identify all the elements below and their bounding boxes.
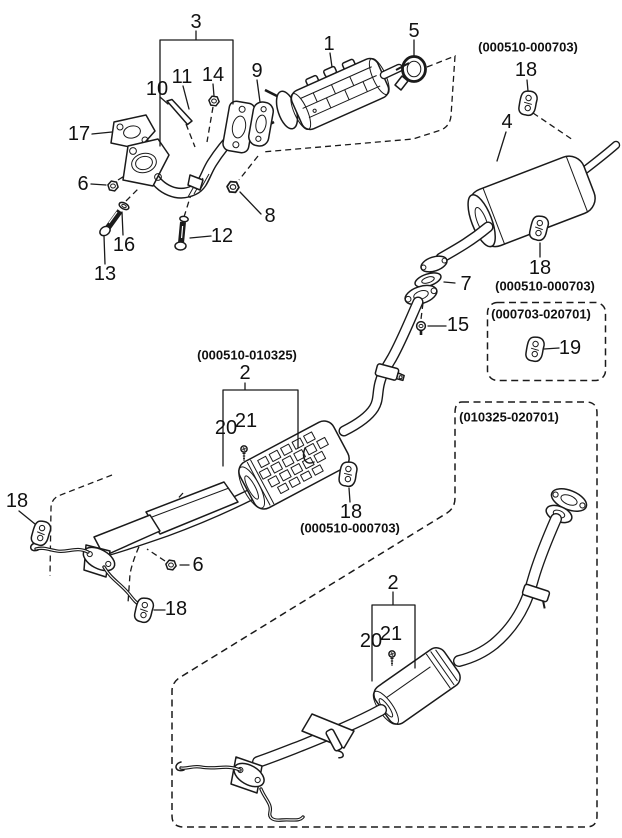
downpipe-clamp: [521, 583, 551, 609]
callout-19: 19: [559, 337, 581, 359]
callout-9: 9: [251, 60, 262, 82]
pipe-bracket-tab: [187, 174, 204, 191]
date-code-muffler: (000510-000703): [495, 279, 595, 294]
bracket-2-bottom: [371, 591, 416, 682]
callout-6-lower: 6: [192, 554, 203, 576]
bracket-2-main: [222, 382, 299, 467]
front-exhaust-pipe-group: [99, 95, 256, 251]
leader-lines: [18, 30, 560, 682]
variant-box-19: [486, 301, 607, 382]
date-code-labels: (000510-000703) (000510-000703) (000510-…: [197, 40, 595, 536]
front-pipe-flange: [122, 138, 170, 187]
date-code-box-bottom: (010325-020701): [459, 410, 559, 425]
callout-18-bottom: 18: [165, 598, 187, 620]
callout-17: 17: [68, 123, 90, 145]
callout-14: 14: [202, 64, 224, 86]
callout-16: 16: [113, 234, 135, 256]
converter-body: [290, 57, 390, 131]
catalytic-converter-2: [238, 420, 350, 510]
gasket-17: [110, 114, 156, 150]
callout-2-main: 2: [239, 362, 250, 384]
date-code-top-right: (000510-000703): [478, 40, 578, 55]
variant-box-bottom: [171, 401, 598, 828]
bolt-12: [174, 215, 189, 251]
nut-14: [207, 95, 221, 107]
stud-10-11: [166, 98, 193, 126]
resonator-2-bottom: [372, 647, 461, 725]
bracket-3: [159, 30, 234, 147]
callout-7: 7: [460, 273, 471, 295]
bottom-pipe-clamp: [325, 728, 344, 759]
date-code-center-pipe: (000510-010325): [197, 348, 297, 363]
variant-assembly-bottom: [175, 488, 588, 822]
bottom-rod-left: [175, 761, 242, 772]
callout-18-top: 18: [515, 59, 537, 81]
callout-labels: 3 10 11 14 9 17 6 16 13 12 8 1 5 18 4 18…: [6, 11, 581, 652]
main-muffler-4: [414, 140, 621, 288]
gasket-9: [248, 101, 274, 147]
nut-6-lower: [164, 558, 178, 572]
heat-shield-pattern: [257, 431, 329, 495]
date-code-box-19: (000703-020701): [491, 307, 591, 322]
callout-4: 4: [501, 111, 512, 133]
callout-21-bottom: 21: [380, 623, 402, 645]
callout-10: 10: [146, 78, 168, 100]
callout-20-main: 20: [215, 417, 237, 439]
callout-20-bottom: 20: [360, 630, 382, 652]
nut-6-upper: [106, 179, 120, 193]
callout-6: 6: [77, 173, 88, 195]
callout-18-left: 18: [6, 490, 28, 512]
callout-15: 15: [447, 314, 469, 336]
callout-1: 1: [323, 33, 334, 55]
callout-8: 8: [264, 205, 275, 227]
screw-21-bottom: [388, 650, 396, 667]
catalytic-converter-1: [248, 57, 410, 147]
callout-13: 13: [94, 263, 116, 285]
muffler-inlet-flange: [420, 255, 448, 273]
hanger-19: [523, 334, 547, 364]
callout-3: 3: [190, 11, 201, 33]
hanger-18-top: [516, 88, 540, 118]
bolt-13-washer-16: [99, 201, 130, 237]
callout-2-bottom: 2: [387, 572, 398, 594]
hanger-bracket: [302, 447, 315, 464]
callout-11: 11: [172, 66, 193, 88]
pipe-band-clamp: [374, 363, 405, 382]
clamp-5: [394, 55, 427, 91]
date-code-hanger-middle: (000510-000703): [300, 521, 400, 536]
bottom-rod-down: [259, 787, 305, 822]
callout-12: 12: [211, 225, 233, 247]
callout-21-main: 21: [235, 410, 257, 432]
callout-5: 5: [408, 20, 419, 42]
nut-8: [225, 180, 241, 194]
screw-21-main: [240, 445, 248, 462]
center-pipe-main: [30, 284, 438, 608]
callout-18-middle: 18: [340, 501, 362, 523]
bolt-15: [415, 320, 427, 335]
hanger-18-left: [28, 518, 54, 548]
hanger-rod-down: [102, 565, 143, 608]
callout-18-right: 18: [529, 257, 551, 279]
